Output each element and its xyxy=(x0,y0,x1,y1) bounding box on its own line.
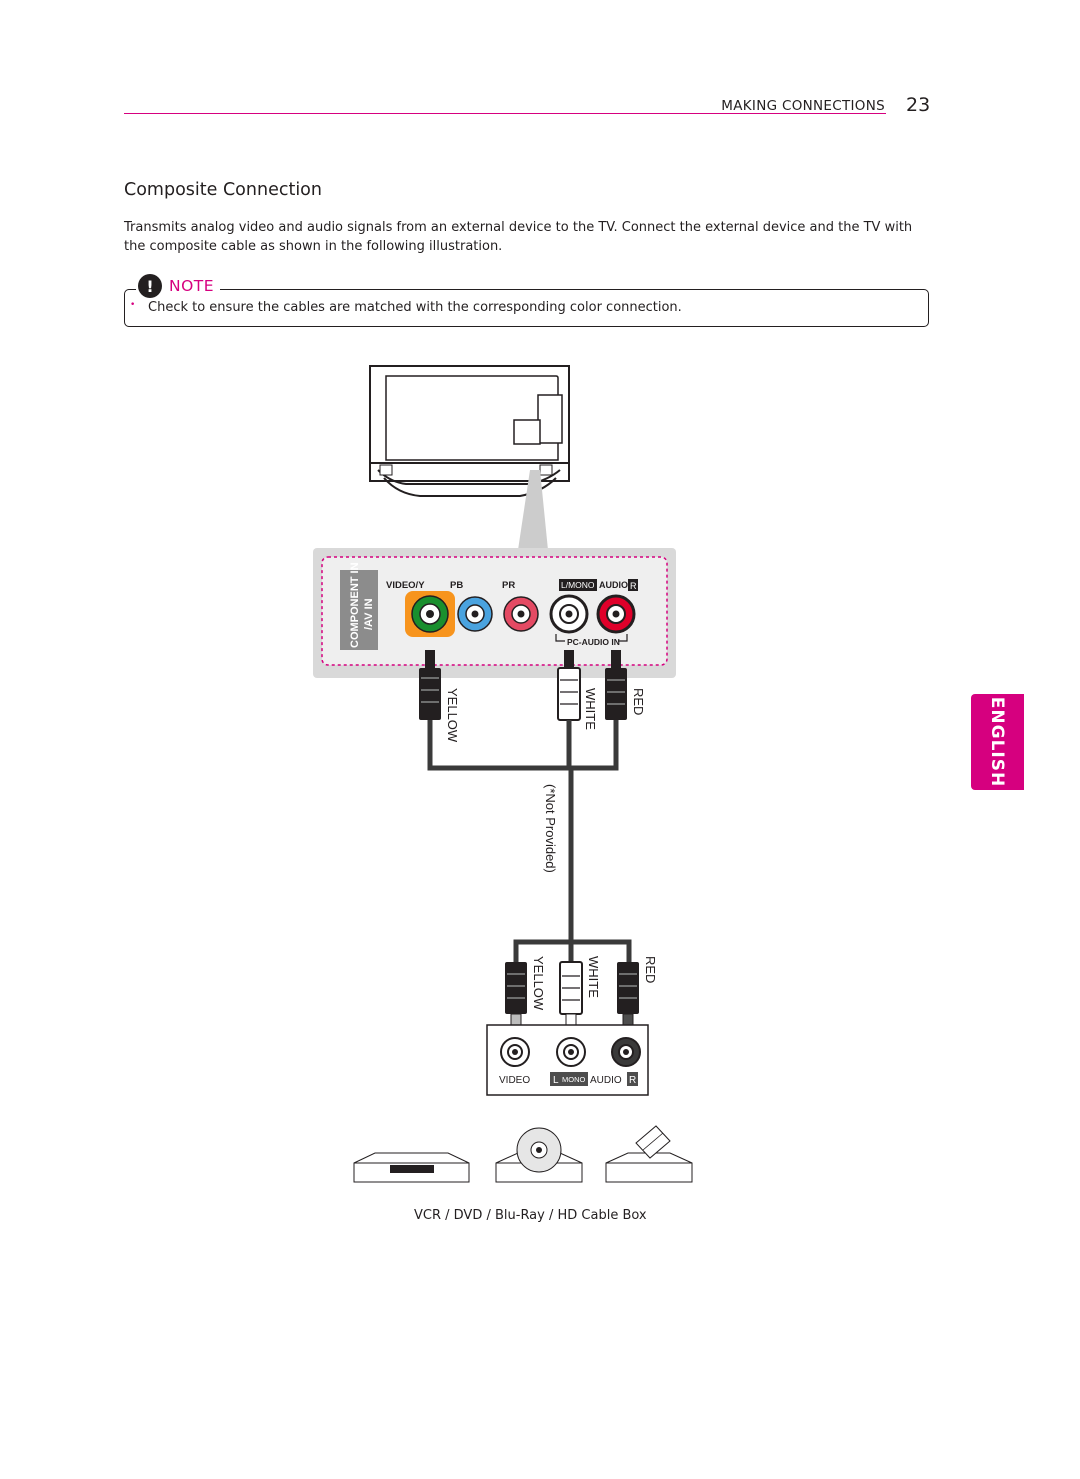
header-rule xyxy=(124,113,886,114)
note-heading: ! NOTE xyxy=(136,273,221,299)
exclamation-icon: ! xyxy=(138,274,162,298)
l-mono-label: L/MONO xyxy=(561,580,595,590)
pr-label: PR xyxy=(502,580,515,591)
note-bullet: • xyxy=(130,300,136,310)
tv-jack-panel: COMPONENT IN /AV IN VIDEO/Y PB PR L/MONO… xyxy=(313,548,676,678)
cable-bottom-yellow-label: YELLOW xyxy=(531,956,546,1011)
cable-wires xyxy=(427,720,632,962)
device-caption: VCR / DVD / Blu-Ray / HD Cable Box xyxy=(414,1208,647,1223)
page-number: 23 xyxy=(906,94,931,116)
cable-top-yellow-label: YELLOW xyxy=(445,688,460,743)
cable-box-icon xyxy=(605,1125,693,1183)
device-audio-label: AUDIO xyxy=(590,1075,622,1086)
audio-label: AUDIO xyxy=(599,580,628,590)
language-tab xyxy=(971,694,1024,790)
device-video-label: VIDEO xyxy=(499,1075,530,1086)
note-box xyxy=(124,289,929,327)
cable-bottom-white-label: WHITE xyxy=(586,956,601,998)
dvd-player-icon xyxy=(495,1127,583,1183)
r-label: R xyxy=(630,581,637,591)
cable-top-plugs xyxy=(419,650,627,721)
device-r-label: R xyxy=(629,1075,636,1086)
pc-audio-in-label: PC-AUDIO IN xyxy=(567,637,620,647)
cable-top-white-label: WHITE xyxy=(583,688,598,730)
note-item: Check to ensure the cables are matched w… xyxy=(148,300,682,315)
av-in-label: /AV IN xyxy=(363,598,375,630)
device-mono-label: MONO xyxy=(562,1075,585,1084)
pb-label: PB xyxy=(450,580,463,591)
device-jack-panel: VIDEO L MONO AUDIO R xyxy=(486,1024,649,1096)
intro-paragraph: Transmits analog video and audio signals… xyxy=(124,220,913,254)
tv-illustration xyxy=(369,365,570,497)
section-title: MAKING CONNECTIONS xyxy=(721,98,885,114)
device-l-label: L xyxy=(553,1075,559,1086)
video-y-label: VIDEO/Y xyxy=(386,580,425,591)
cable-bottom-red-label: RED xyxy=(643,956,658,983)
vcr-icon xyxy=(353,1152,470,1183)
zoom-indicator xyxy=(518,470,548,550)
component-in-label: COMPONENT IN xyxy=(349,562,361,648)
note-label: NOTE xyxy=(169,277,215,295)
not-provided-note: (*Not Provided) xyxy=(543,784,558,873)
page-title: Composite Connection xyxy=(124,180,322,200)
cable-bottom-plugs xyxy=(505,961,639,1033)
cable-top-red-label: RED xyxy=(631,688,646,715)
